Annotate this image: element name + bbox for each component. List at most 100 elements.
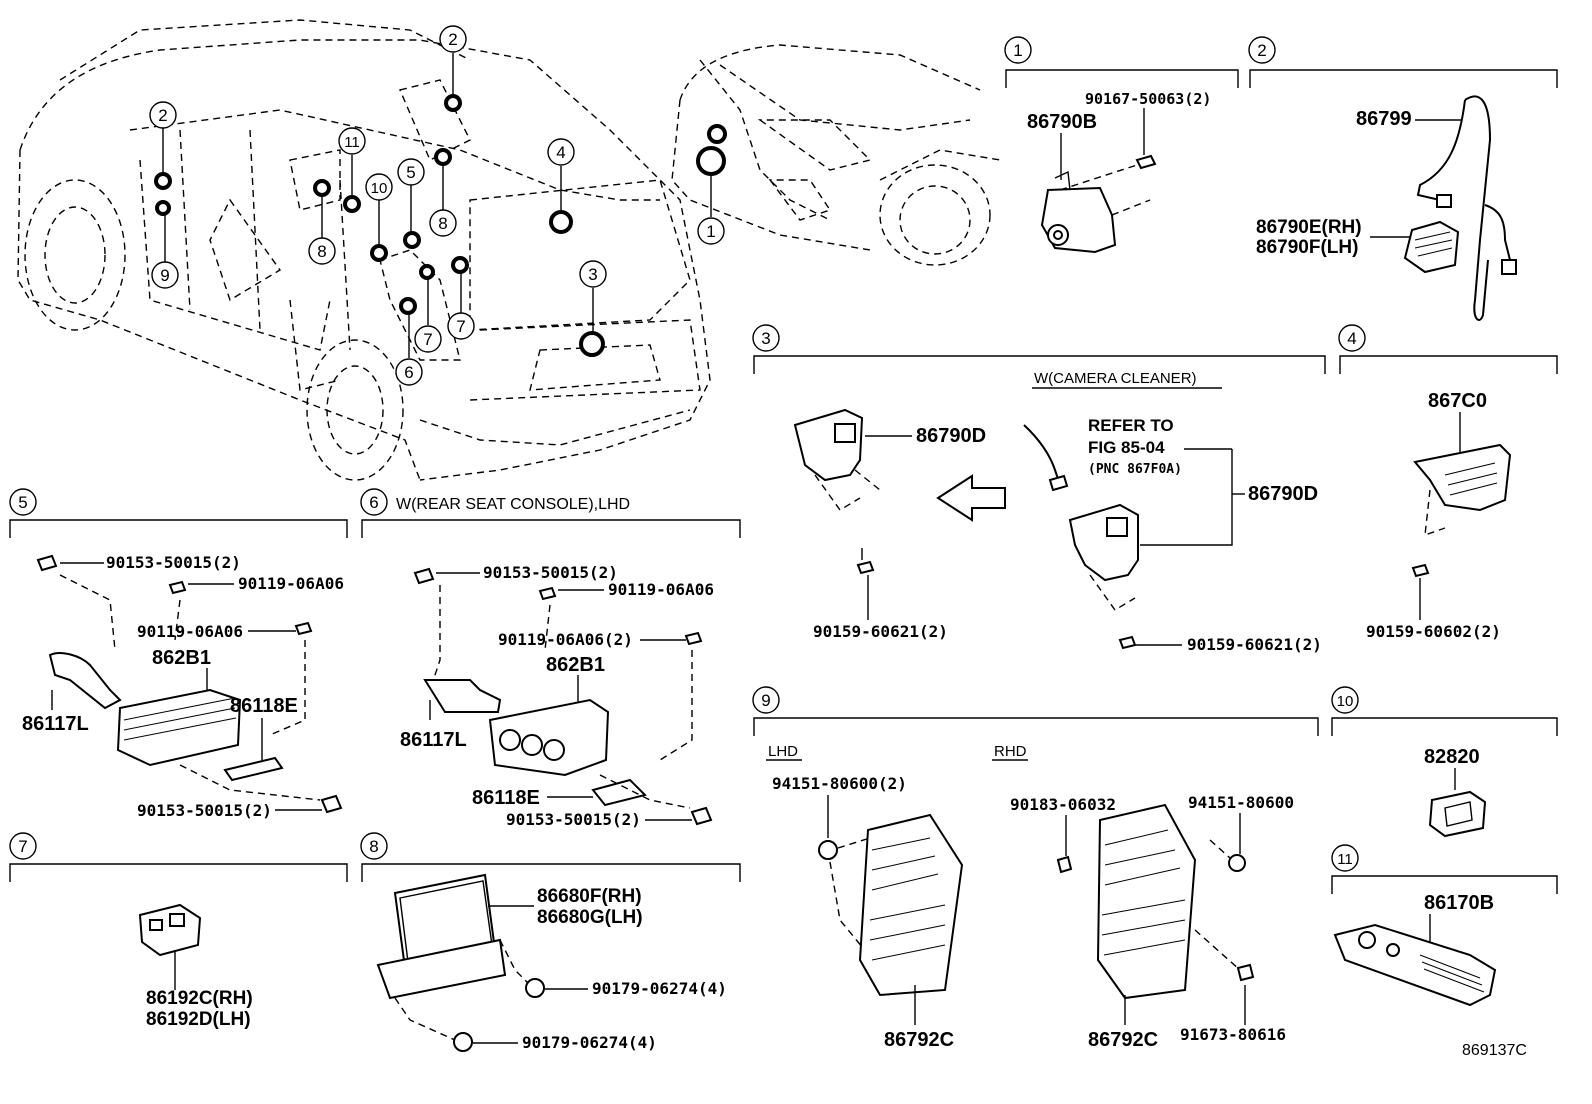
s5-bolt-c-icon	[294, 621, 313, 636]
s6-bolt-a-part: 90153-50015(2)	[483, 563, 618, 582]
s9-lhd-clip-part: 94151-80600(2)	[772, 774, 907, 793]
s5-bolt-a-part: 90153-50015(2)	[106, 553, 241, 572]
s6-module-icon	[488, 698, 610, 777]
s8-display-lh-part: 86680G(LH)	[537, 907, 643, 928]
s7-switch-rh-part: 86192C(RH)	[146, 988, 253, 1009]
s8-clip-b-icon	[453, 1032, 473, 1052]
s2-harness-icon	[1464, 95, 1492, 321]
s5-module-part: 862B1	[152, 647, 211, 669]
vehicle-illustration	[17, 19, 711, 481]
vehicle-callout-8a: 8	[308, 237, 336, 265]
svg-text:2: 2	[448, 30, 457, 49]
s9-rhd-ecu-icon	[1096, 803, 1197, 1000]
s3-camera-right-part: 86790D	[1248, 483, 1318, 505]
s6-bolt-g-part: 90153-50015(2)	[506, 810, 641, 829]
vehicle-callout-11: 11	[338, 127, 366, 155]
s4-camera-part: 867C0	[1428, 390, 1487, 412]
s1-bolt-part: 90167-50063(2)	[1085, 90, 1211, 108]
section-4-label: 4	[1347, 329, 1356, 348]
s2-harness-part: 86799	[1356, 108, 1412, 130]
vehicle-front-illustration: 1	[671, 44, 1001, 266]
s9-rhd-screw-icon	[1236, 963, 1255, 982]
vehicle-callout-7a: 7	[414, 325, 442, 353]
s9-lhd-ecu-icon	[858, 813, 964, 997]
section-11: 11 86170B	[1331, 844, 1558, 1007]
s5-bracket-e-icon	[223, 756, 284, 782]
s8-clip-b-part: 90179-06274(4)	[522, 1033, 657, 1052]
s5-bolt-a-icon	[36, 554, 58, 572]
s1-bolt-icon	[1135, 154, 1157, 170]
s9-rhd-bracket-part: 90183-06032	[1010, 795, 1116, 814]
vehicle-markers	[154, 94, 605, 357]
s5-bolt-b-icon	[168, 580, 187, 595]
s6-bolt-c-icon	[684, 631, 703, 646]
svg-text:7: 7	[456, 317, 465, 336]
s5-bolt-c-part: 90119-06A06	[137, 622, 243, 641]
section-5: 5 90153-50015(2) 90119-06A06 90119-06A06…	[9, 488, 348, 820]
front-camera-marker	[696, 146, 726, 176]
s8-display-rh-part: 86680F(RH)	[537, 886, 642, 907]
s3-bolt-right-part: 90159-60621(2)	[1187, 635, 1322, 654]
section-2: 2 86799 86790E(RH) 86790F(LH)	[1248, 36, 1558, 321]
s6-note: W(REAR SEAT CONSOLE),LHD	[396, 496, 630, 513]
front-camera-location-ring	[707, 124, 727, 144]
svg-text:6: 6	[404, 363, 413, 382]
s3-bolt-right-icon	[1118, 635, 1137, 650]
section-5-label: 5	[18, 493, 27, 512]
section-9-label: 9	[761, 691, 770, 710]
svg-text:8: 8	[317, 242, 326, 261]
s9-rhd-clip-icon	[1228, 854, 1246, 872]
s5-bracket-l-part: 86117L	[22, 713, 89, 735]
figure-id: 869137C	[1462, 1042, 1527, 1059]
s2-camera-icon	[1403, 220, 1460, 274]
svg-text:7: 7	[423, 330, 432, 349]
s2-camera-lh-part: 86790F(LH)	[1256, 237, 1358, 258]
s9-rhd-clip-part: 94151-80600	[1188, 793, 1294, 812]
svg-text:2: 2	[158, 106, 167, 125]
s9-rhd-bracket-icon	[1056, 855, 1073, 874]
s6-bracket-e-icon	[591, 778, 647, 807]
s4-bolt-icon	[1411, 563, 1430, 578]
s5-bolt-b-part: 90119-06A06	[238, 574, 344, 593]
s1-camera-part: 86790B	[1027, 111, 1097, 133]
s3-refer-line1: REFER TO	[1088, 416, 1174, 435]
s11-controller-icon	[1333, 923, 1497, 1007]
s3-refer-line3: (PNC 867F0A)	[1088, 462, 1182, 477]
s2-camera-rh-part: 86790E(RH)	[1256, 217, 1362, 238]
s4-camera-icon	[1413, 443, 1512, 512]
section-7: 7 86192C(RH) 86192D(LH)	[9, 832, 348, 1030]
vehicle-callout-5: 5	[397, 158, 425, 186]
s5-bolt-g-icon	[320, 794, 343, 814]
s5-bracket-l-icon	[48, 652, 122, 710]
s9-lhd-ecu-part: 86792C	[884, 1029, 954, 1051]
vehicle-callout-10: 10	[365, 173, 393, 201]
svg-text:5: 5	[406, 163, 415, 182]
s3-direction-arrow-icon	[936, 474, 1006, 522]
vehicle-callout-2b: 2	[149, 101, 177, 129]
s7-switch-lh-part: 86192D(LH)	[146, 1009, 251, 1030]
s9-rhd-ecu-part: 86792C	[1088, 1029, 1158, 1051]
section-8-label: 8	[369, 837, 378, 856]
section-1: 1 90167-50063(2) 86790B	[1004, 36, 1239, 254]
s9-rhd-screw-part: 91673-80616	[1180, 1025, 1286, 1044]
vehicle-callout-4: 4	[547, 138, 575, 166]
s3-camera-right-icon	[1068, 503, 1139, 582]
s10-switch-part: 82820	[1424, 746, 1480, 768]
s3-camera-left-part: 86790D	[916, 425, 986, 447]
section-10-label: 10	[1337, 693, 1354, 710]
s8-clip-a-icon	[525, 978, 545, 998]
s3-cleaner-hose-icon	[1023, 424, 1061, 486]
s6-module-part: 862B1	[546, 654, 605, 676]
s6-bolt-a-icon	[413, 567, 435, 585]
s5-bracket-e-part: 86118E	[230, 695, 298, 717]
s6-bolt-c-part: 90119-06A06(2)	[498, 630, 633, 649]
section-8: 8 86680F(RH) 86680G(LH) 90179-06274(4) 9…	[360, 832, 741, 1052]
section-2-label: 2	[1257, 41, 1266, 60]
s10-switch-icon	[1428, 790, 1487, 838]
s6-bracket-l-part: 86117L	[400, 729, 467, 751]
s11-controller-part: 86170B	[1424, 892, 1494, 914]
s3-bolt-left-part: 90159-60621(2)	[813, 622, 948, 641]
section-9: 9 LHD RHD 94151-80600(2) 86792C 90183-06…	[752, 686, 1319, 1051]
section-10: 10 82820	[1331, 686, 1558, 838]
